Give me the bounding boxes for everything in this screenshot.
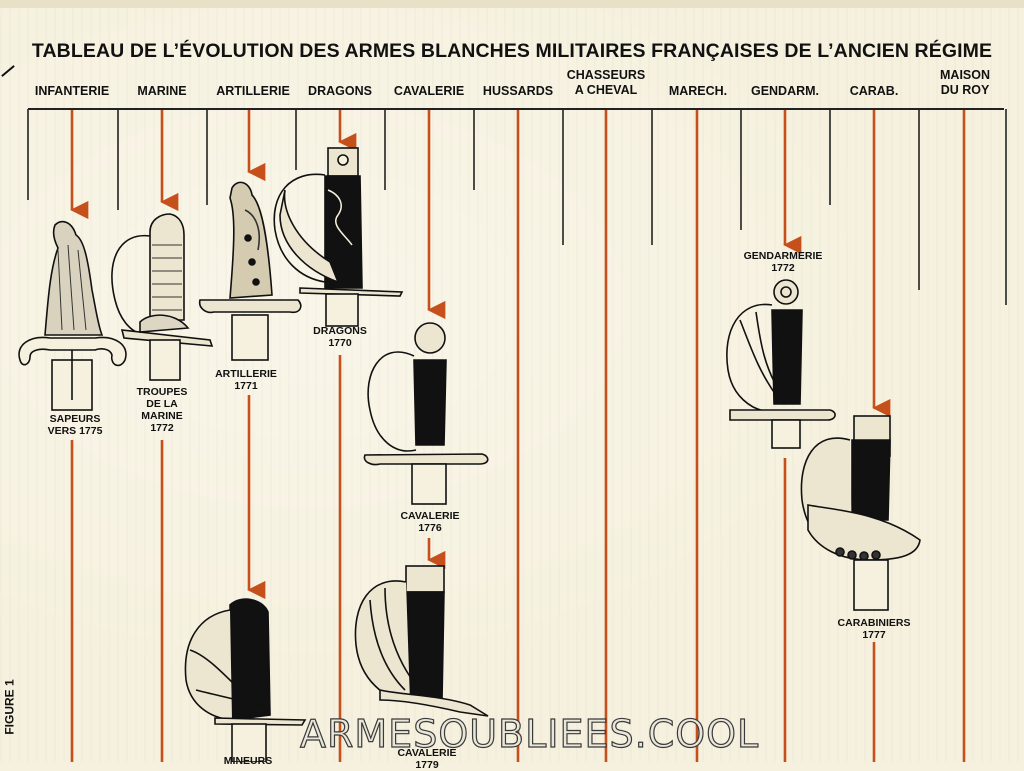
column-header-cavalerie: CAVALERIE (393, 84, 465, 98)
column-header-hussards: HUSSARDS (482, 84, 554, 98)
caption-cavalerie-1776: CAVALERIE 1776 (400, 510, 460, 534)
column-header-carab: CARAB. (849, 84, 899, 98)
caption-artillerie: ARTILLERIE 1771 (215, 368, 277, 392)
column-header-gendarm: GENDARM. (750, 84, 820, 98)
column-header-marech: MARECH. (668, 84, 728, 98)
sword-artillerie (198, 181, 302, 361)
diagram-title: TABLEAU DE L’ÉVOLUTION DES ARMES BLANCHE… (31, 40, 993, 62)
side-figure-label: FIGURE 1 (2, 679, 17, 735)
column-header-chasseurs: CHASSEURS A CHEVAL (566, 68, 646, 97)
page-top-edge (0, 0, 1024, 8)
sword-dragons (273, 147, 404, 327)
sword-mineurs (184, 598, 307, 762)
column-separators (27, 109, 1007, 305)
column-header-maison-du-roy: MAISON DU ROY (940, 68, 990, 97)
caption-troupes-marine: TROUPES DE LA MARINE 1772 (136, 386, 188, 434)
column-header-dragons: DRAGONS (308, 84, 372, 98)
lineage-lines (70, 110, 966, 762)
watermark: ARMESOUBLIEES.COOL (299, 711, 760, 756)
sword-sapeurs (18, 220, 127, 411)
sword-cavalerie-1776 (363, 322, 489, 505)
caption-sapeurs: SAPEURS VERS 1775 (47, 413, 103, 437)
caption-mineurs: MINEURS (223, 755, 273, 767)
sword-carabiniers (800, 415, 921, 611)
sword-cavalerie-1779 (354, 565, 489, 717)
caption-dragons: DRAGONS 1770 (313, 325, 367, 349)
sword-gendarmerie (726, 279, 836, 449)
column-header-marine: MARINE (137, 84, 187, 98)
caption-carabiniers: CARABINIERS 1777 (837, 617, 911, 641)
header-rule (28, 108, 1004, 110)
caption-gendarmerie: GENDARMERIE 1772 (743, 250, 823, 274)
column-header-infanterie: INFANTERIE (34, 84, 110, 98)
sword-marine (111, 213, 214, 381)
column-header-artillerie: ARTILLERIE (216, 84, 290, 98)
